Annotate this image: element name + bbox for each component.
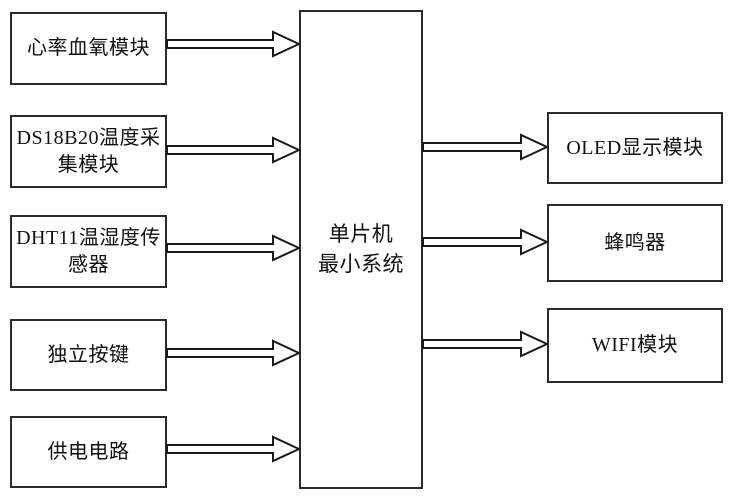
arrow-heart-rate-to-mcu-icon (166, 29, 300, 59)
box-label-line2: 最小系统 (318, 251, 404, 276)
box-dht11-temp-humidity-sensor: DHT11温湿度传 感器 (10, 215, 167, 288)
box-ds18b20-temperature-module: DS18B20温度采 集模块 (10, 115, 167, 188)
box-label-line1: DS18B20温度采 (16, 127, 161, 150)
arrow-keys-to-mcu-icon (166, 338, 300, 368)
box-label: 供电电路 (47, 440, 130, 463)
box-label: 心率血氧模块 (27, 37, 150, 60)
box-oled-display-module: OLED显示模块 (547, 112, 723, 184)
box-power-supply-circuit: 供电电路 (10, 416, 167, 488)
arrow-ds18b20-to-mcu-icon (166, 135, 300, 165)
box-label: WIFI模块 (591, 334, 679, 357)
arrow-mcu-to-buzzer-icon (422, 227, 548, 257)
box-mcu-minimal-system: 单片机 最小系统 (299, 10, 423, 489)
box-heart-rate-spo2-module: 心率血氧模块 (10, 12, 167, 85)
box-label-line1: DHT11温湿度传 (16, 227, 161, 250)
box-label-line2: 感器 (68, 253, 109, 276)
box-wifi-module: WIFI模块 (547, 308, 723, 383)
box-label-line1: 单片机 (328, 222, 394, 247)
box-label: OLED显示模块 (566, 136, 704, 159)
arrow-mcu-to-oled-icon (422, 132, 548, 162)
arrow-dht11-to-mcu-icon (166, 233, 300, 263)
box-label-line2: 集模块 (57, 153, 120, 176)
arrow-mcu-to-wifi-icon (422, 329, 548, 359)
arrow-power-to-mcu-icon (166, 434, 300, 464)
box-buzzer: 蜂鸣器 (547, 204, 723, 282)
box-label: 蜂鸣器 (604, 231, 666, 254)
box-label: 独立按键 (47, 343, 130, 366)
box-independent-keys: 独立按键 (10, 319, 167, 391)
